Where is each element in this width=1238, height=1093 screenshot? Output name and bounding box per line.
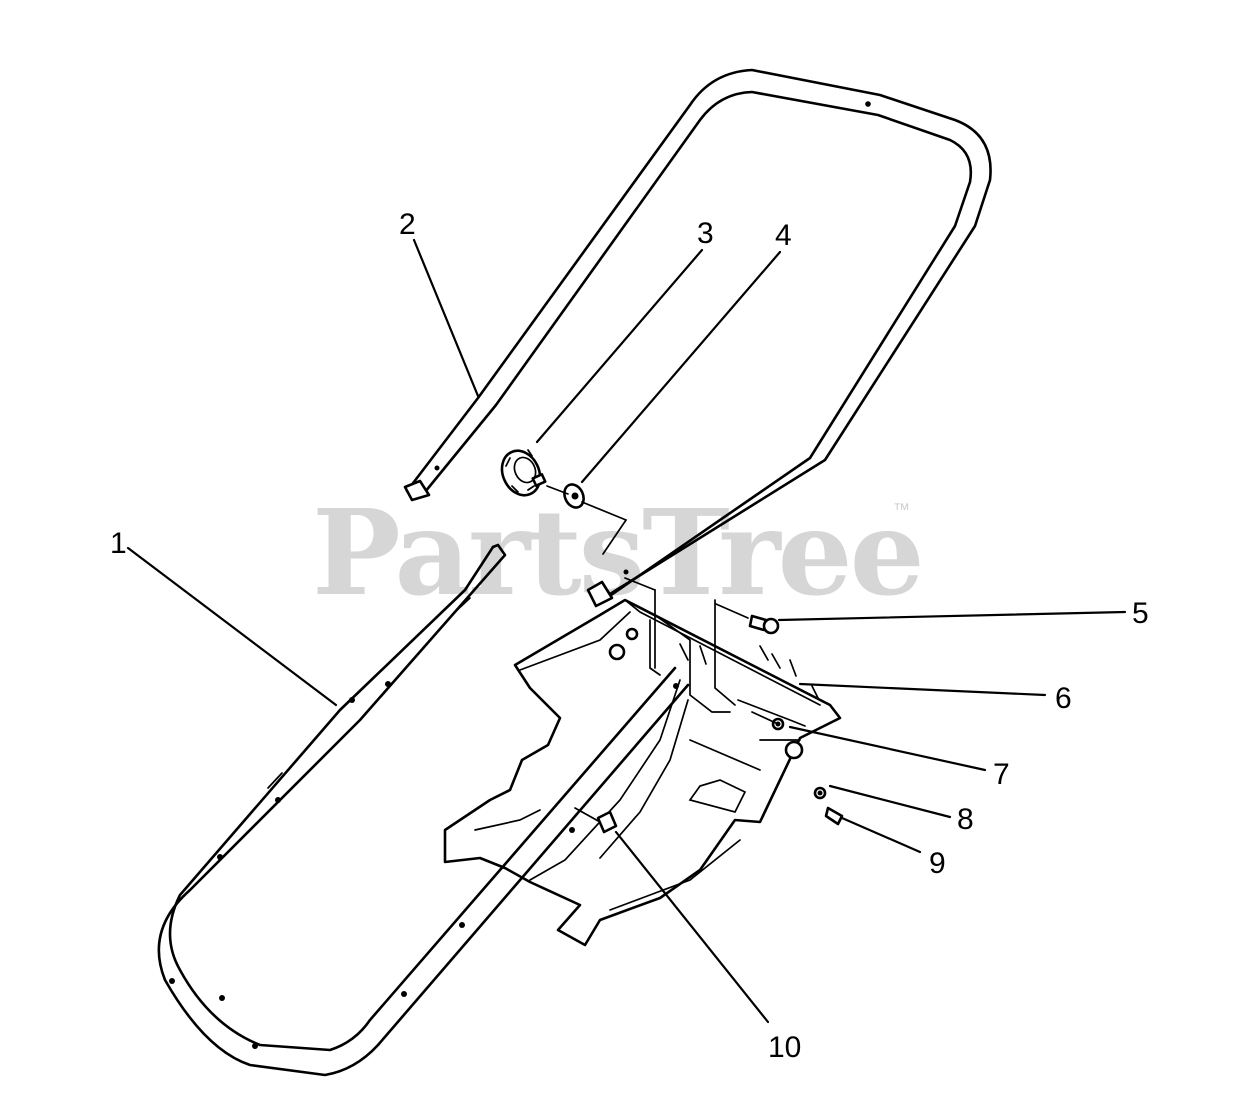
upper-handle <box>403 68 992 608</box>
callout-3: 3 <box>697 217 714 250</box>
leader-lines <box>126 238 1127 1024</box>
plug <box>596 810 618 834</box>
handle-bracket <box>443 598 842 947</box>
lock-washer <box>813 786 827 800</box>
watermark-text: PartsTree <box>312 483 922 622</box>
washer <box>563 483 585 509</box>
callouts: 1 2 3 4 5 6 7 8 9 10 <box>110 208 1149 1064</box>
callout-4: 4 <box>775 219 792 252</box>
watermark: PartsTree ™ <box>312 483 925 622</box>
callout-1: 1 <box>110 527 127 560</box>
assembly-lines <box>546 485 779 823</box>
screw <box>824 806 844 826</box>
lower-handle <box>157 543 690 1077</box>
callout-7: 7 <box>993 758 1010 791</box>
carriage-bolt <box>748 614 780 635</box>
callout-9: 9 <box>929 847 946 880</box>
callout-8: 8 <box>957 803 974 836</box>
callout-2: 2 <box>399 208 416 241</box>
knob <box>500 449 547 497</box>
watermark-trademark: ™ <box>893 500 910 519</box>
callout-6: 6 <box>1055 682 1072 715</box>
callout-10: 10 <box>768 1031 801 1064</box>
callout-5: 5 <box>1132 597 1149 630</box>
